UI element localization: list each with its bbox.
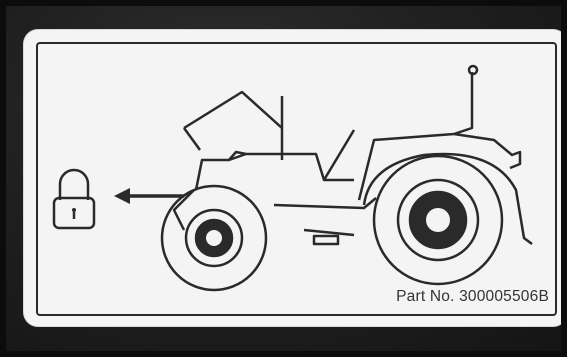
photo-border xyxy=(0,0,567,357)
photo-scene: Part No. 300005506B xyxy=(0,0,567,357)
